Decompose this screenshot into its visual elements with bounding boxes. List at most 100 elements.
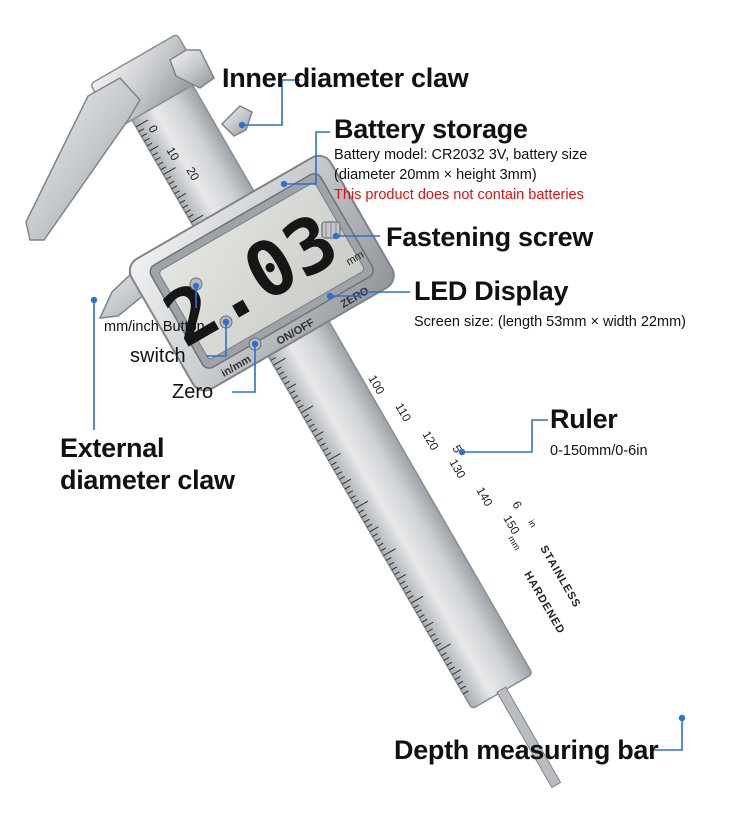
label-inner-claw: Inner diameter claw <box>222 63 469 93</box>
scale-tick <box>157 161 164 166</box>
scale-tick <box>449 666 455 671</box>
scale-tick <box>399 580 406 585</box>
scale-tick <box>413 604 420 609</box>
scale-tick <box>160 166 167 171</box>
label-battery-size: (diameter 20mm × height 3mm) <box>334 167 537 183</box>
label-ruler-range: 0-150mm/0-6in <box>550 443 648 459</box>
scale-tick <box>187 214 194 218</box>
scale-tick <box>314 431 324 438</box>
scale-tick <box>138 128 145 133</box>
scale-tick <box>358 509 365 514</box>
scale-tick <box>339 476 345 480</box>
label-external-claw-2: diameter claw <box>60 465 235 495</box>
scale-tick <box>165 175 172 180</box>
scale-tick <box>319 442 326 447</box>
scale-tick <box>427 628 433 633</box>
label-battery-storage: Battery storage <box>334 114 528 144</box>
scale-tick <box>171 185 178 190</box>
scale-tick <box>190 214 204 223</box>
jaw-scale-number: 10 <box>163 145 182 164</box>
scale-tick <box>405 590 411 595</box>
scale-tick <box>350 495 356 499</box>
scale-tick <box>325 452 332 457</box>
scale-tick <box>273 357 286 366</box>
scale-tick <box>336 471 343 476</box>
scale-tick <box>306 418 312 423</box>
scale-tick <box>462 690 469 695</box>
label-battery-note: This product does not contain batteries <box>334 187 584 203</box>
scale-tick <box>402 585 409 590</box>
scale-tick <box>460 685 466 690</box>
scale-tick <box>421 618 428 623</box>
scale-tick <box>292 395 299 399</box>
scale-tick <box>457 680 464 685</box>
label-battery-model: Battery model: CR2032 3V, battery size <box>334 147 588 163</box>
scale-tick <box>311 428 318 433</box>
callout-lines <box>93 79 683 751</box>
scale-tick <box>154 156 161 161</box>
beam-unit-in: in <box>526 518 538 529</box>
scale-tick <box>303 414 310 418</box>
scale-tick <box>396 574 407 580</box>
scale-tick <box>317 437 323 442</box>
scale-tick <box>163 167 176 176</box>
label-zero: Zero <box>172 381 214 403</box>
scale-tick <box>152 152 158 156</box>
scale-tick <box>176 192 187 199</box>
scale-tick <box>377 542 384 547</box>
scale-tick <box>440 652 447 657</box>
scale-tick <box>174 190 180 195</box>
callout-dots <box>90 121 686 722</box>
scale-tick <box>355 500 369 509</box>
scale-tick <box>366 523 373 528</box>
scale-tick <box>369 526 379 533</box>
label-led-display: LED Display <box>414 276 569 306</box>
scale-tick <box>295 399 301 404</box>
inner-claw-moving <box>220 105 253 137</box>
scale-tick <box>416 609 422 614</box>
scale-tick <box>300 405 314 414</box>
scale-tick <box>407 595 414 599</box>
scale-tick <box>363 518 370 523</box>
scale-tick <box>391 566 398 571</box>
scale-tick <box>275 366 282 371</box>
scale-tick <box>143 137 150 142</box>
scale-tick <box>394 571 400 576</box>
scale-tick <box>333 466 340 471</box>
scale-tick <box>451 669 462 676</box>
main-scale-number: 140 <box>473 485 495 510</box>
scale-tick <box>361 514 367 518</box>
scale-tick <box>328 452 341 461</box>
main-scale-number: 150 <box>500 513 522 538</box>
scale-tick <box>410 595 424 604</box>
scale-tick <box>185 209 191 214</box>
scale-tick <box>429 633 436 638</box>
scale-tick <box>438 643 451 652</box>
scale-tick <box>270 356 277 361</box>
scale-tick <box>135 119 149 128</box>
inner-claw-fixed <box>169 49 215 89</box>
scale-tick <box>286 383 297 390</box>
depth-bar <box>496 686 562 789</box>
scale-tick <box>347 490 354 495</box>
jaw-scale-number: 20 <box>183 165 202 184</box>
scale-tick <box>388 561 395 566</box>
label-depth-bar: Depth measuring bar <box>394 735 659 765</box>
scale-tick <box>330 461 337 466</box>
label-fastening-screw: Fastening screw <box>386 222 594 252</box>
label-mm-inch-button: mm/inch Button <box>104 319 205 335</box>
scale-tick <box>146 142 153 147</box>
scale-tick <box>141 133 147 137</box>
scale-tick <box>297 404 304 409</box>
inch-mark: 6 <box>509 499 525 512</box>
scale-tick <box>443 657 450 661</box>
scale-tick <box>424 621 434 628</box>
label-led-size: Screen size: (length 53mm × width 22mm) <box>414 314 686 330</box>
scale-tick <box>454 676 461 680</box>
label-ruler: Ruler <box>550 404 618 434</box>
scale-tick <box>383 548 396 557</box>
scale-tick <box>418 614 425 619</box>
scale-tick <box>446 661 453 666</box>
scale-tick <box>380 547 387 552</box>
